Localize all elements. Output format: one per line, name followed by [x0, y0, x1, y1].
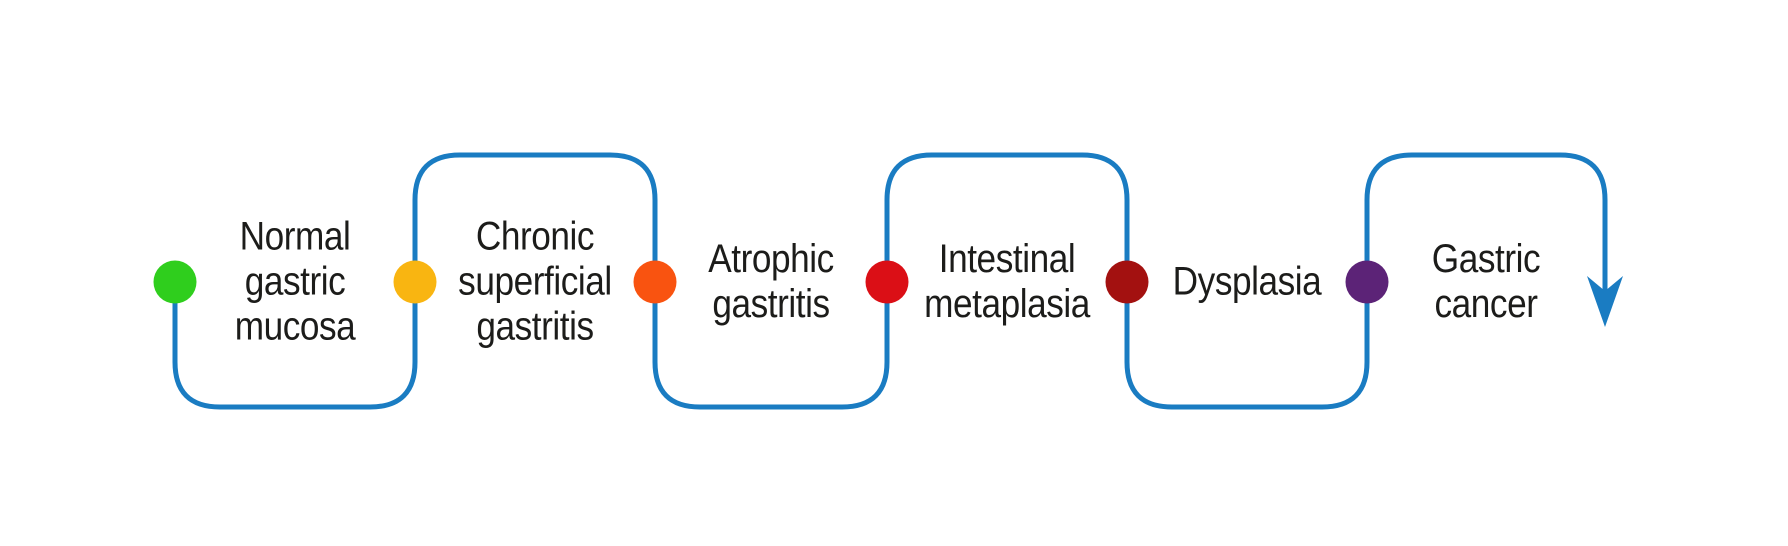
stage-dot-atrophic-gastritis: [633, 260, 677, 304]
stage-dot-dysplasia: [1105, 260, 1149, 304]
arrow-down-icon: [1587, 276, 1623, 327]
stage-label-gastric-cancer: Gastric cancer: [1431, 237, 1541, 326]
stage-label-atrophic-gastritis: Atrophic gastritis: [708, 237, 834, 326]
stage-dot-chronic-superficial-gastritis: [393, 260, 437, 304]
stage-label-chronic-superficial-gastritis: Chronic superficial gastritis: [458, 214, 612, 349]
stage-dot-gastric-cancer: [1345, 260, 1389, 304]
stage-label-normal-gastric-mucosa: Normal gastric mucosa: [234, 214, 356, 349]
stage-dot-intestinal-metaplasia: [865, 260, 909, 304]
stage-dot-normal-gastric-mucosa: [153, 260, 197, 304]
stage-label-intestinal-metaplasia: Intestinal metaplasia: [924, 237, 1090, 326]
stage-label-dysplasia: Dysplasia: [1172, 259, 1322, 304]
